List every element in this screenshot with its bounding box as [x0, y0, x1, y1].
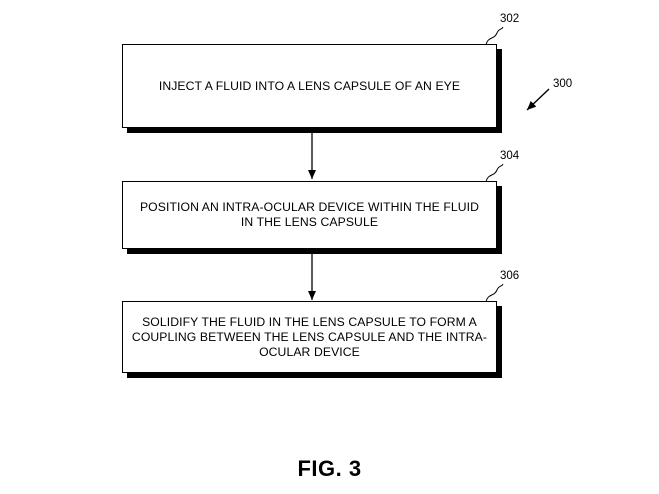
step-box-inject-fluid: INJECT A FLUID INTO A LENS CAPSULE OF AN…: [122, 44, 497, 128]
step-ref-number: 304: [500, 150, 520, 162]
step-text: INJECT A FLUID INTO A LENS CAPSULE OF AN…: [158, 78, 461, 93]
figure-reference-arrow: [526, 88, 550, 111]
leader-line-302: [485, 26, 504, 46]
figure-reference-number: 300: [553, 78, 573, 90]
step-text: SOLIDIFY THE FLUID IN THE LENS CAPSULE T…: [131, 314, 488, 359]
figure-caption: FIG. 3: [297, 456, 362, 481]
leader-line-306: [485, 283, 504, 303]
step-ref-number: 302: [500, 13, 520, 25]
step-box-solidify-fluid: SOLIDIFY THE FLUID IN THE LENS CAPSULE T…: [122, 301, 497, 373]
step-ref-number: 306: [500, 270, 520, 282]
step-text: POSITION AN INTRA-OCULAR DEVICE WITHIN T…: [139, 200, 480, 229]
step-box-position-device: POSITION AN INTRA-OCULAR DEVICE WITHIN T…: [122, 181, 497, 249]
leader-line-304: [485, 163, 504, 183]
